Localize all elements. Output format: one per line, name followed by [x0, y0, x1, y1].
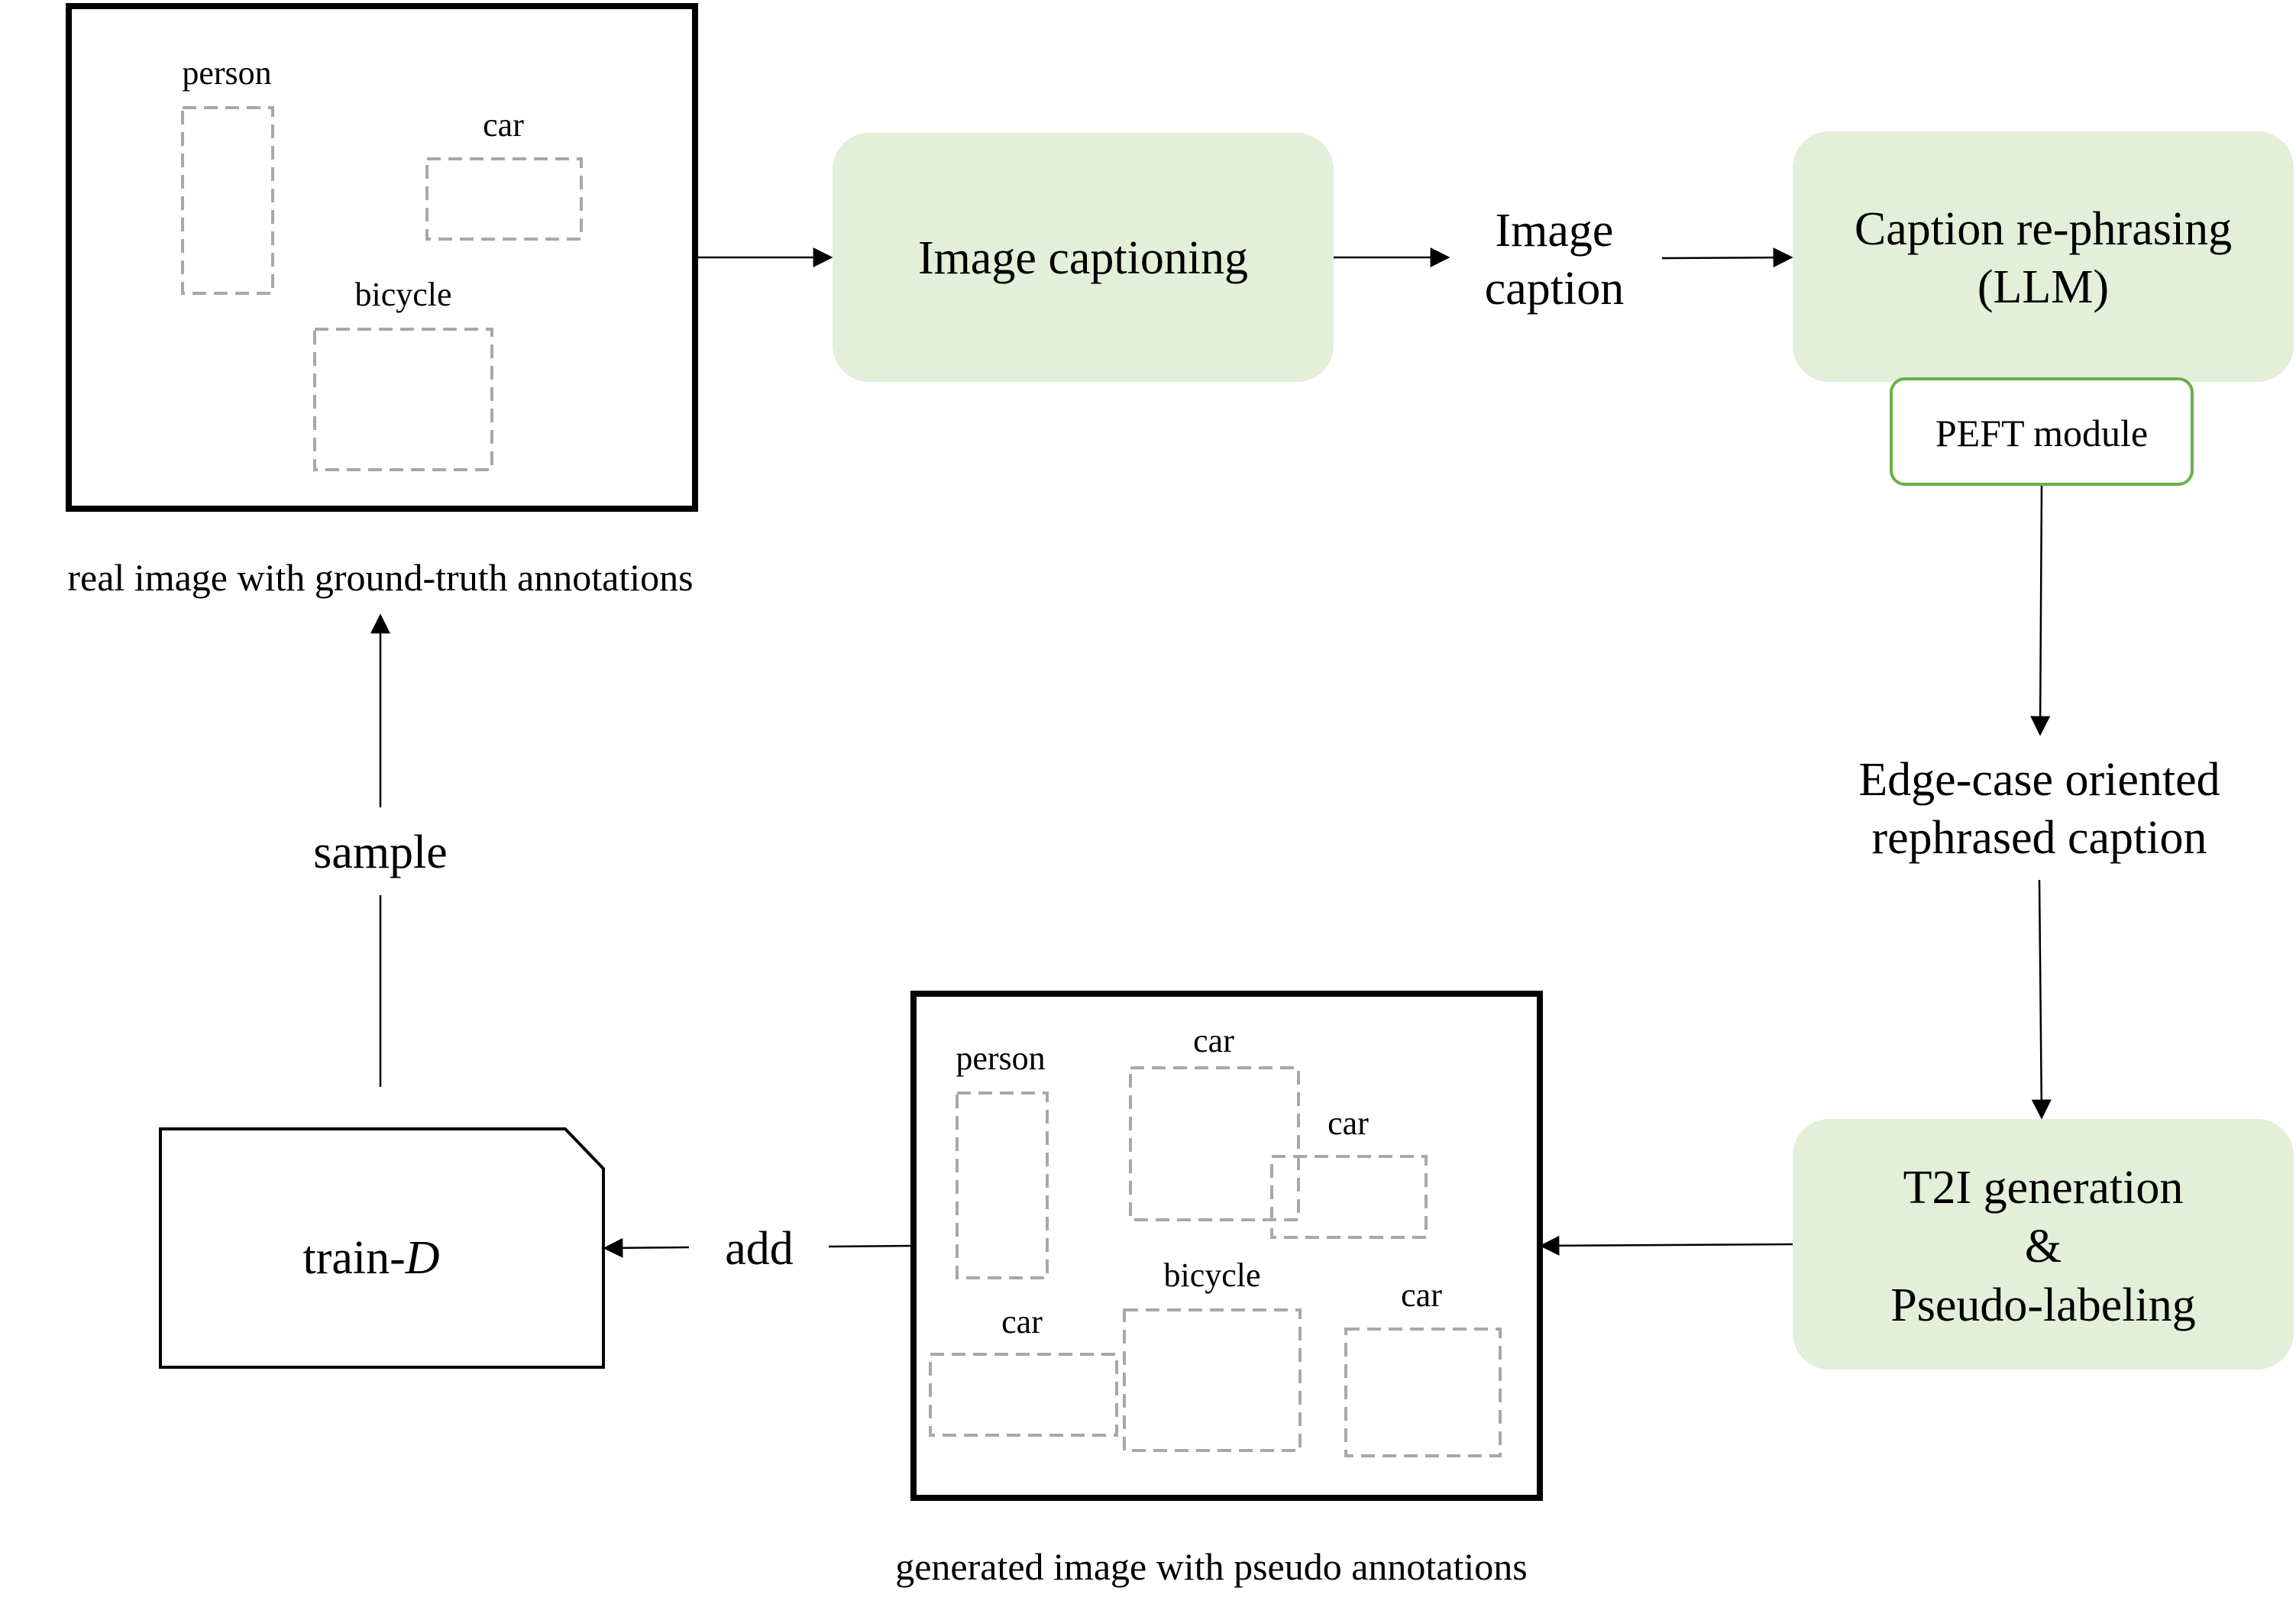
caption-rephrasing-line1: Caption re-phrasing	[1855, 203, 2232, 255]
gen-box-label-bicycle: bicycle	[1163, 1256, 1260, 1294]
edge-case-caption-line2: rephrased caption	[1872, 812, 2207, 864]
train-d-prefix: train-	[302, 1232, 405, 1284]
generated-image-caption: generated image with pseudo annotations	[895, 1545, 1528, 1588]
train-d-document	[159, 1127, 605, 1369]
t2i-generation-line1: T2I generation	[1903, 1162, 2184, 1214]
line-generated-to-add	[828, 1244, 914, 1248]
image-captioning-box	[833, 133, 1334, 382]
gen-box-label-car-left: car	[1001, 1303, 1043, 1340]
t2i-generation-box	[1793, 1119, 2294, 1370]
peft-module-label: PEFT module	[1935, 412, 2148, 454]
peft-module-box	[1890, 377, 2194, 486]
arrow-edge-case-to-t2i	[2031, 879, 2052, 1120]
image-captioning-label: Image captioning	[918, 232, 1248, 284]
edge-case-caption-line1: Edge-case oriented	[1858, 754, 2220, 806]
gen-box-car-top	[1129, 1066, 1300, 1221]
t2i-generation-line2: &	[2025, 1221, 2062, 1273]
image-caption-line1: Image	[1496, 205, 1614, 257]
arrow-caption-to-rephrasing	[1661, 247, 1793, 268]
gen-box-person	[956, 1091, 1049, 1279]
caption-rephrasing-line2: (LLM)	[1977, 261, 2109, 313]
gen-box-car-left	[929, 1353, 1118, 1437]
real-box-label-car: car	[483, 106, 524, 144]
real-box-person	[181, 106, 274, 295]
edge-label-add: add	[725, 1223, 794, 1275]
real-image-frame	[66, 3, 698, 512]
gen-box-label-person: person	[956, 1040, 1045, 1077]
gen-box-car-bottom-right	[1344, 1328, 1502, 1457]
train-d-label: train-D	[302, 1232, 439, 1284]
gen-box-bicycle	[1123, 1308, 1302, 1452]
train-d-variable: D	[405, 1232, 440, 1284]
arrow-add-to-train-d	[603, 1237, 690, 1258]
gen-box-label-car-top: car	[1193, 1022, 1234, 1059]
edge-label-sample: sample	[313, 826, 448, 878]
image-caption-line2: caption	[1485, 263, 1625, 315]
caption-rephrasing-box	[1793, 131, 2294, 382]
real-box-label-person: person	[182, 54, 271, 92]
gen-box-label-car-right: car	[1327, 1104, 1369, 1142]
real-box-car	[425, 157, 583, 241]
real-box-bicycle	[313, 328, 493, 471]
t2i-generation-line3: Pseudo-labeling	[1890, 1279, 2196, 1331]
generated-image-panel: person car car bicycle car car	[910, 991, 1543, 1501]
real-image-caption: real image with ground-truth annotations	[67, 556, 693, 599]
real-image-panel: person car bicycle	[66, 3, 698, 512]
real-box-label-bicycle: bicycle	[354, 276, 451, 313]
arrow-peft-to-edge-case	[2030, 485, 2051, 736]
arrow-t2i-to-generated	[1539, 1235, 1793, 1256]
gen-box-car-right	[1270, 1155, 1428, 1239]
gen-box-label-car-bottom-right: car	[1401, 1276, 1442, 1314]
